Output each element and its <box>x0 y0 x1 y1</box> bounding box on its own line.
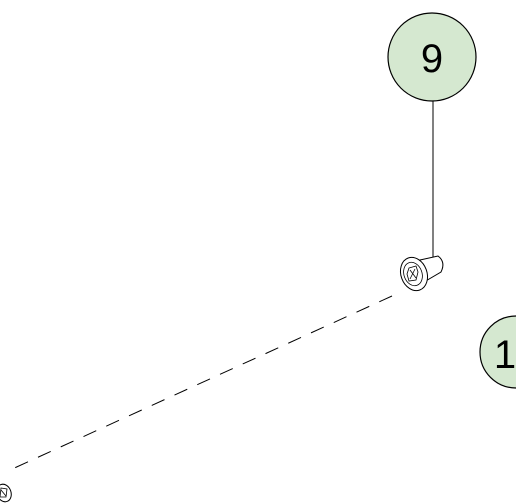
callout-1-label: 1 <box>494 333 516 377</box>
screw-part <box>399 255 444 292</box>
screw-head-rim <box>403 261 423 287</box>
screw-drive-recess <box>406 265 419 282</box>
callout-9-circle <box>387 12 477 102</box>
callout-1[interactable]: 1 <box>479 315 516 389</box>
assembly-dashed-path <box>9 295 393 471</box>
callout-1-circle <box>479 315 516 389</box>
small-fastener-part <box>0 483 12 503</box>
callout-9[interactable]: 9 <box>387 12 477 102</box>
callout-9-label: 9 <box>421 37 443 81</box>
